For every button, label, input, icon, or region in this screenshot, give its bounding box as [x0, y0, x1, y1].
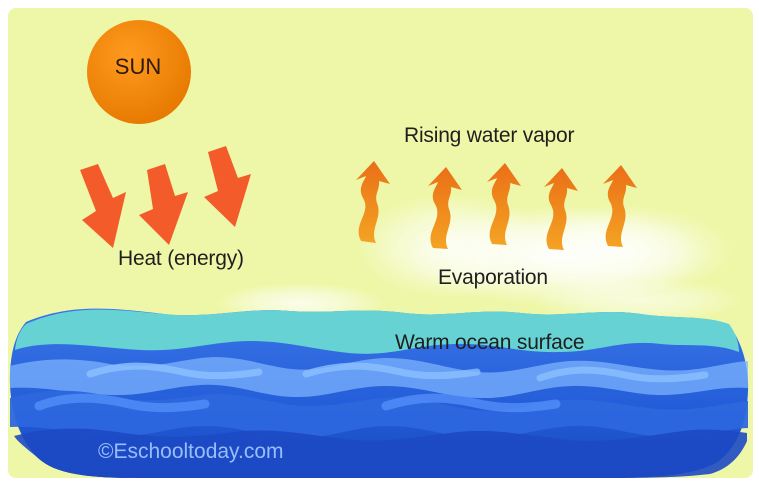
- ocean-wave-highlight: [34, 393, 210, 413]
- sun-label: SUN: [114, 54, 162, 79]
- vapor-arrow: [487, 163, 521, 245]
- ocean-wave-highlight: [536, 366, 709, 383]
- heat-arrow: [139, 164, 188, 245]
- ocean-wave-lightband: [10, 357, 748, 399]
- ocean-wave-highlight: [381, 393, 561, 413]
- heat-label: Heat (energy): [118, 247, 244, 270]
- ocean-wave-highlight: [86, 362, 263, 380]
- heat-arrow: [204, 146, 251, 227]
- sun: [87, 20, 191, 124]
- vapor-arrows: [356, 161, 637, 250]
- ocean-surface-band: [15, 309, 739, 354]
- vapor-arrow: [428, 167, 462, 249]
- vapor-arrow: [544, 168, 578, 250]
- ocean-shadow: [14, 428, 747, 478]
- evaporation-label: Evaporation: [438, 266, 548, 289]
- credit-watermark: ©Eschooltoday.com: [98, 440, 284, 463]
- evaporation-illustration: [8, 8, 753, 478]
- vapor-arrow: [356, 161, 390, 243]
- heat-arrows: [80, 146, 251, 248]
- warm-ocean-surface-label: Warm ocean surface: [395, 331, 585, 354]
- vapor-arrow: [603, 165, 637, 247]
- ocean-wave-highlight: [302, 362, 481, 380]
- heat-arrow: [80, 164, 126, 248]
- rising-water-vapor-label: Rising water vapor: [404, 124, 575, 147]
- ocean: [9, 308, 749, 478]
